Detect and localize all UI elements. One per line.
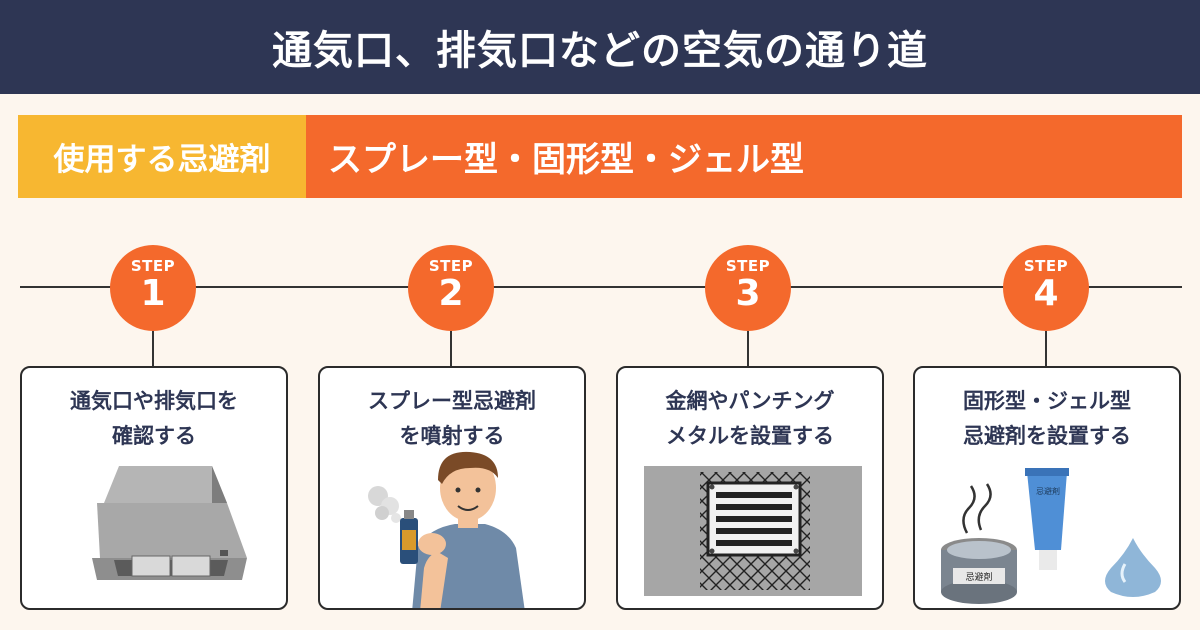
page-title: 通気口、排気口などの空気の通り道 bbox=[272, 28, 928, 74]
wire-mesh-vent-illustration bbox=[644, 466, 862, 596]
step-4-card: 固形型・ジェル型 忌避剤を設置する 忌避剤 忌避剤 bbox=[913, 366, 1181, 610]
step-3-badge: STEP 3 bbox=[705, 245, 791, 331]
step-number: 4 bbox=[1033, 273, 1059, 314]
page-header: 通気口、排気口などの空気の通り道 bbox=[0, 0, 1200, 94]
step-number: 2 bbox=[438, 273, 464, 314]
step-3-card: 金網やパンチング メタルを設置する bbox=[616, 366, 884, 610]
step-number: 1 bbox=[140, 273, 166, 314]
can-label: 忌避剤 bbox=[965, 571, 992, 583]
step-2-card: スプレー型忌避剤 を噴射する bbox=[318, 366, 586, 610]
step-label: STEP bbox=[428, 257, 474, 275]
step-1-connector bbox=[152, 331, 154, 367]
step-1-line-1: 通気口や排気口を bbox=[70, 389, 238, 413]
step-number: 3 bbox=[735, 273, 761, 314]
man-spraying-illustration bbox=[368, 451, 525, 608]
repellent-types: スプレー型・固形型・ジェル型 bbox=[306, 115, 1182, 198]
tube-label: 忌避剤 bbox=[1036, 486, 1060, 496]
step-label: STEP bbox=[1023, 257, 1069, 275]
step-label: STEP bbox=[725, 257, 771, 275]
range-hood-illustration bbox=[92, 466, 247, 580]
step-3-line-2: メタルを設置する bbox=[666, 424, 834, 448]
repellent-banner: 使用する忌避剤 スプレー型・固形型・ジェル型 bbox=[18, 115, 1182, 198]
step-1-description: 通気口や排気口を 確認する bbox=[22, 384, 286, 454]
step-4-line-1: 固形型・ジェル型 bbox=[963, 389, 1131, 413]
step-label: STEP bbox=[130, 257, 176, 275]
solid-gel-repellent-illustration: 忌避剤 忌避剤 bbox=[941, 468, 1161, 604]
step-3-description: 金網やパンチング メタルを設置する bbox=[618, 384, 882, 454]
repellent-label: 使用する忌避剤 bbox=[18, 115, 306, 198]
step-2-line-1: スプレー型忌避剤 bbox=[368, 389, 536, 413]
step-4-badge: STEP 4 bbox=[1003, 245, 1089, 331]
step-3-connector bbox=[747, 331, 749, 367]
step-1-line-2: 確認する bbox=[112, 424, 196, 448]
step-4-line-2: 忌避剤を設置する bbox=[963, 424, 1131, 448]
timeline-line bbox=[20, 286, 1182, 288]
step-2-badge: STEP 2 bbox=[408, 245, 494, 331]
step-2-line-2: を噴射する bbox=[399, 424, 505, 448]
step-4-connector bbox=[1045, 331, 1047, 367]
step-1-card: 通気口や排気口を 確認する bbox=[20, 366, 288, 610]
step-1-badge: STEP 1 bbox=[110, 245, 196, 331]
step-3-line-1: 金網やパンチング bbox=[665, 389, 835, 413]
step-2-description: スプレー型忌避剤 を噴射する bbox=[320, 384, 584, 454]
step-4-description: 固形型・ジェル型 忌避剤を設置する bbox=[915, 384, 1179, 454]
step-2-connector bbox=[450, 331, 452, 367]
